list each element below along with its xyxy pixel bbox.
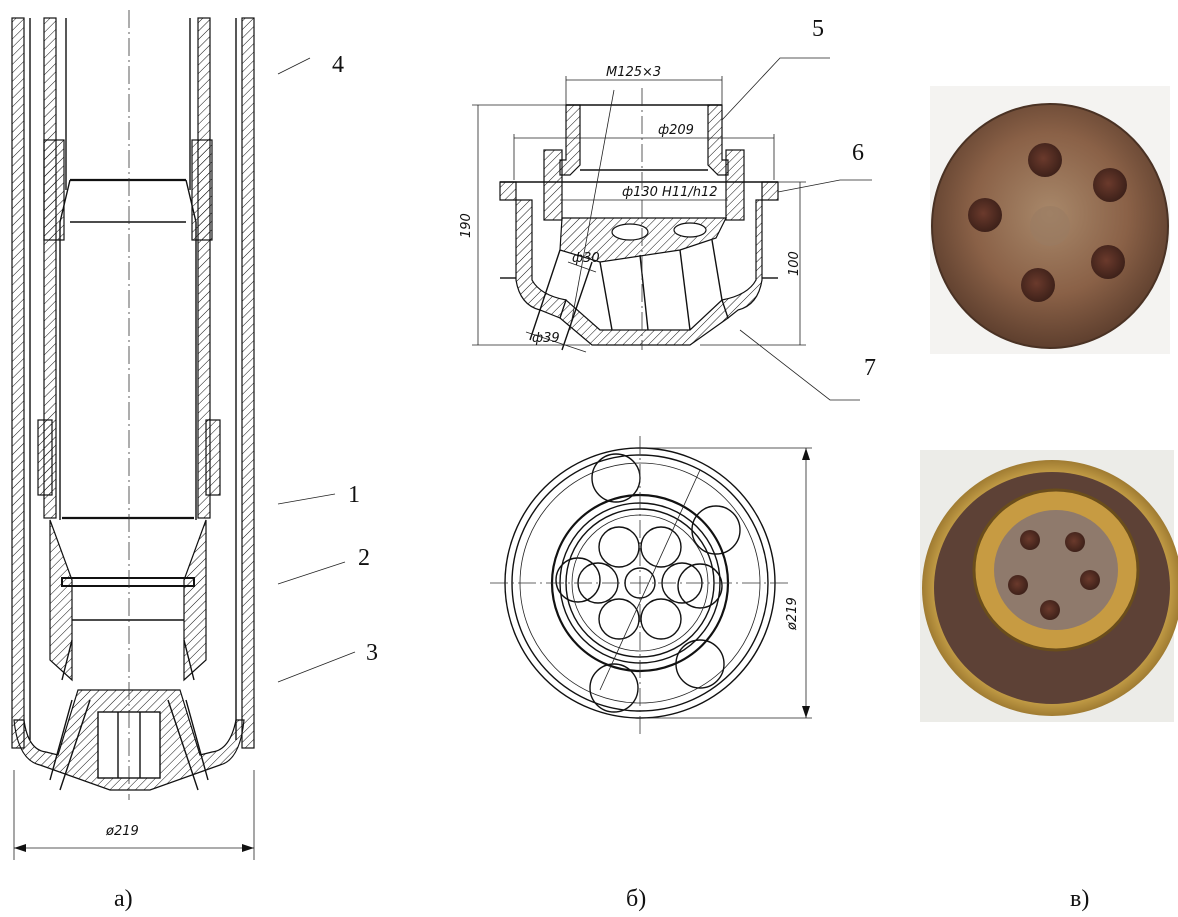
- d130-label: ф130 H11/h12: [622, 185, 718, 200]
- photo-nozzle-bottom: [930, 86, 1170, 354]
- upper-coupling: [43, 139, 213, 241]
- drawing-b-section: M125×3 ф209 ф130 H11/h12 ф30 ф39 190 100…: [459, 16, 876, 401]
- height-100-label: 100: [787, 251, 802, 276]
- drawing-b-plan: [490, 436, 812, 735]
- dimension-219-a: [13, 770, 255, 860]
- callout-2: 2: [358, 545, 370, 571]
- diameter-label-a: ø219: [105, 824, 139, 839]
- inner-tube: [43, 17, 211, 520]
- callout-1: 1: [348, 482, 360, 508]
- d30-label: ф30: [572, 251, 600, 266]
- d219-plan-label: ø219: [785, 597, 800, 631]
- drawing-a-section: 4 1 2 3 ø219: [11, 10, 378, 860]
- height-190-label: 190: [459, 213, 474, 238]
- outer-casing: [11, 17, 255, 749]
- callout-4: 4: [332, 52, 344, 78]
- centralizer-right: [205, 419, 221, 496]
- photo-nozzle-top: [920, 450, 1178, 722]
- dimensions-b: [472, 76, 806, 353]
- leaders-b: [721, 57, 872, 401]
- centralizer-left: [37, 419, 53, 496]
- callout-3: 3: [366, 640, 378, 666]
- callout-7: 7: [864, 355, 876, 381]
- thread-label: M125×3: [606, 65, 661, 80]
- caption-c: в): [1070, 886, 1089, 912]
- lower-coupling: [49, 516, 207, 682]
- leaders-a: [277, 57, 356, 683]
- d209-label: ф209: [658, 123, 694, 138]
- callout-5: 5: [812, 16, 824, 42]
- caption-b: б): [626, 886, 646, 912]
- caption-a: а): [114, 886, 133, 912]
- callout-6: 6: [852, 140, 864, 166]
- d39-label: ф39: [532, 331, 560, 346]
